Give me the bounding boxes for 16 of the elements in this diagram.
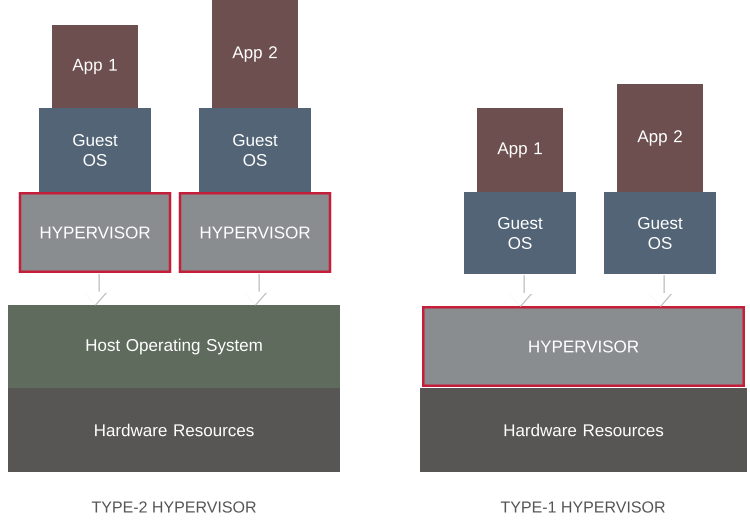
app-box: App 2 xyxy=(617,84,703,192)
app-box: App 2 xyxy=(212,0,298,108)
caption: TYPE-1 HYPERVISOR xyxy=(500,501,665,513)
hypervisor-box: HYPERVISOR xyxy=(18,192,172,273)
guest-os-box: Guest OS xyxy=(604,192,716,274)
guest-os-box: Guest OS xyxy=(464,192,576,274)
guest-os-box: Guest OS xyxy=(39,108,151,192)
guest-os-box: Guest OS xyxy=(199,108,311,192)
hypervisor-box: HYPERVISOR xyxy=(178,192,332,273)
hypervisor-box: HYPERVISOR xyxy=(422,306,745,387)
app-box: App 1 xyxy=(477,108,563,192)
host-os-box: Host Operating System xyxy=(8,305,340,388)
hardware-box: Hardware Resources xyxy=(8,388,340,472)
app-box: App 1 xyxy=(52,25,138,108)
caption: TYPE-2 HYPERVISOR xyxy=(92,501,256,513)
hardware-box: Hardware Resources xyxy=(420,388,747,472)
